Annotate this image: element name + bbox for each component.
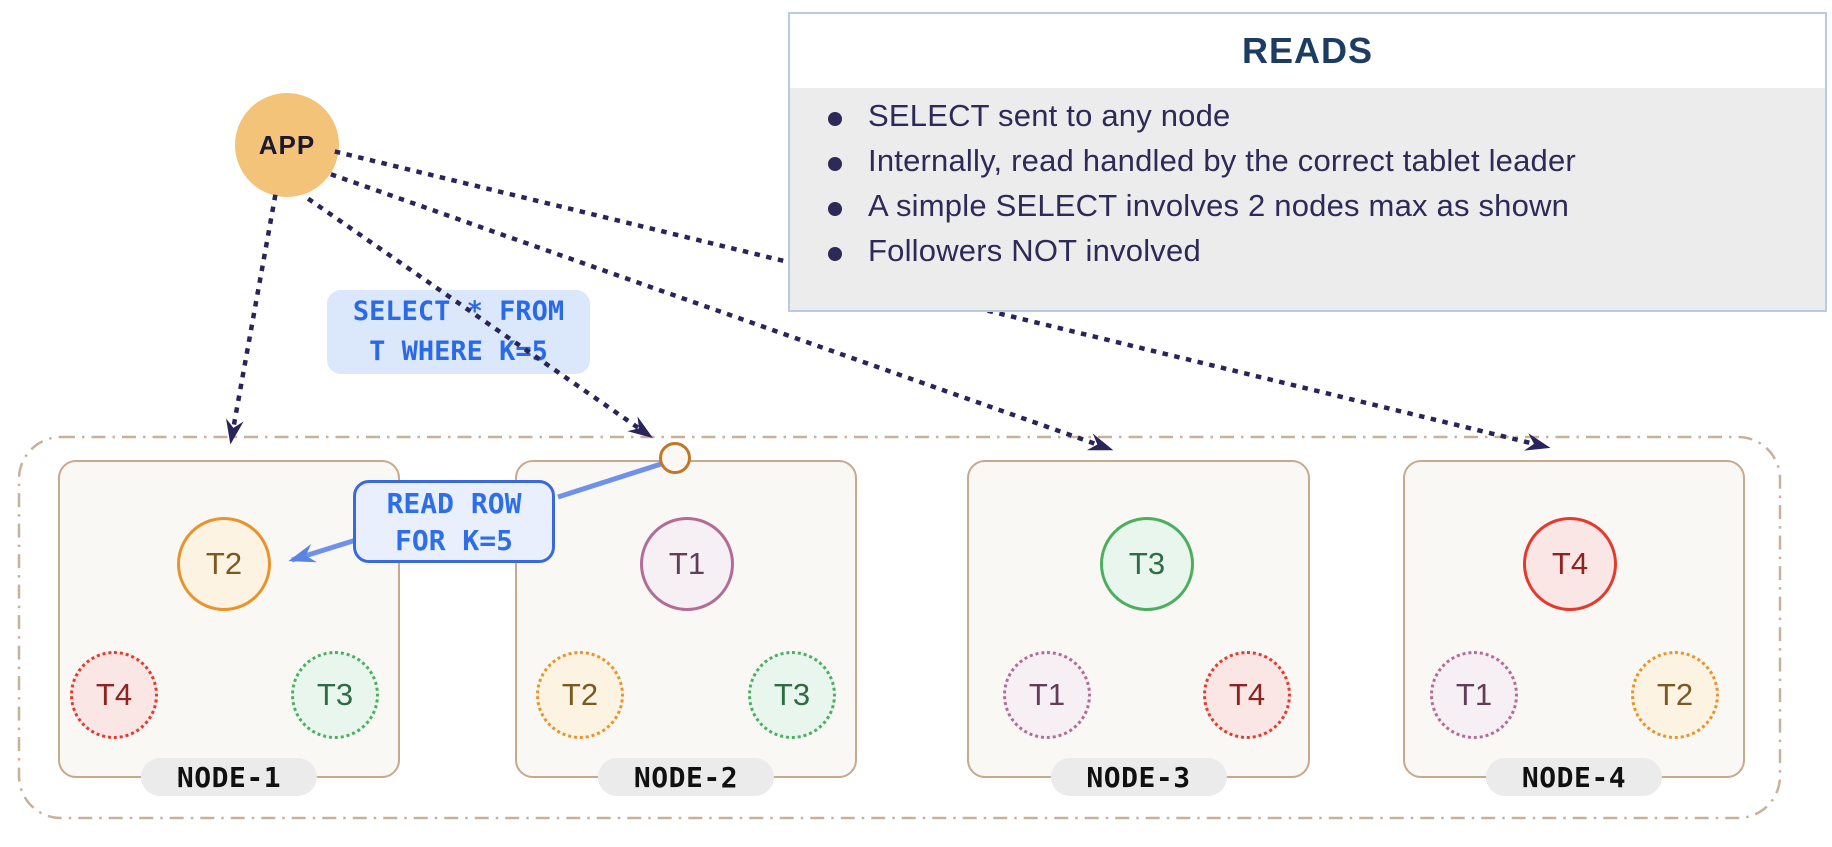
node-name-pill: NODE-1 [140,758,318,796]
tablet-label: T3 [316,677,354,712]
tablet-leader-t4: T4 [1523,517,1617,611]
node-4-box: T4 T1 T2 NODE-4 [1403,460,1745,796]
bullet-icon [828,247,842,261]
tablet-label: T4 [1551,546,1589,581]
select-query-line1: SELECT * FROM [352,296,565,327]
bullet-text: A simple SELECT involves 2 nodes max as … [868,188,1570,223]
tablet-follower-t1: T1 [1003,651,1091,739]
tablet-follower-t1: T1 [1430,651,1518,739]
reads-panel-title: READS [1241,30,1374,71]
app-node: APP [235,93,339,197]
bullet-icon [828,202,842,216]
tablet-leader-t3: T3 [1100,517,1194,611]
tablet-label: T3 [773,677,811,712]
read-row-label: READ ROW FOR K=5 [353,480,555,563]
tablet-label: T1 [1455,677,1493,712]
tablet-label: T2 [561,677,599,712]
tablet-label: T2 [205,546,243,581]
bullet-text: Internally, read handled by the correct … [868,143,1576,178]
tablet-leader-t2: T2 [177,517,271,611]
list-item: SELECT sent to any node [814,98,1825,143]
read-row-line1: READ ROW [386,486,522,520]
read-row-line2: FOR K=5 [394,523,513,557]
request-entry-point-circle [659,442,691,474]
list-item: A simple SELECT involves 2 nodes max as … [814,188,1825,233]
tablet-follower-t3: T3 [291,651,379,739]
node-name-pill: NODE-4 [1485,758,1663,796]
tablet-label: T1 [668,546,706,581]
tablet-follower-t4: T4 [70,651,158,739]
tablet-label: T3 [1128,546,1166,581]
tablet-follower-t4: T4 [1203,651,1291,739]
tablet-follower-t2: T2 [536,651,624,739]
list-item: Internally, read handled by the correct … [814,143,1825,188]
tablet-follower-t2: T2 [1631,651,1719,739]
node-name: NODE-4 [1521,760,1627,794]
node-name: NODE-2 [633,760,739,794]
bullet-text: Followers NOT involved [868,233,1201,268]
reads-panel-body: SELECT sent to any node Internally, read… [790,88,1825,310]
node-name-pill: NODE-3 [1050,758,1227,796]
app-label: APP [258,129,316,160]
list-item: Followers NOT involved [814,233,1825,278]
node-name-pill: NODE-2 [597,758,775,796]
node-name: NODE-3 [1086,760,1191,794]
tablet-follower-t3: T3 [748,651,836,739]
node-name: NODE-1 [176,760,282,794]
bullet-icon [828,112,842,126]
reads-panel-header: READS [790,14,1825,88]
tablet-label: T2 [1656,677,1694,712]
select-query-label: SELECT * FROM T WHERE K=5 [327,290,590,374]
node-2-box: T1 T2 T3 NODE-2 [515,460,857,796]
tablet-label: T1 [1028,677,1066,712]
tablet-leader-t1: T1 [640,517,734,611]
select-query-line2: T WHERE K=5 [369,336,548,367]
node-1-box: T2 T4 T3 NODE-1 [58,460,400,796]
reads-info-panel: READS SELECT sent to any node Internally… [788,12,1827,312]
node-3-box: T3 T1 T4 NODE-3 [967,460,1310,796]
tablet-label: T4 [95,677,133,712]
tablet-label: T4 [1228,677,1266,712]
bullet-text: SELECT sent to any node [868,98,1231,133]
bullet-icon [828,157,842,171]
arrow-app-to-node-1 [226,194,278,445]
reads-bullet-list: SELECT sent to any node Internally, read… [814,98,1825,278]
